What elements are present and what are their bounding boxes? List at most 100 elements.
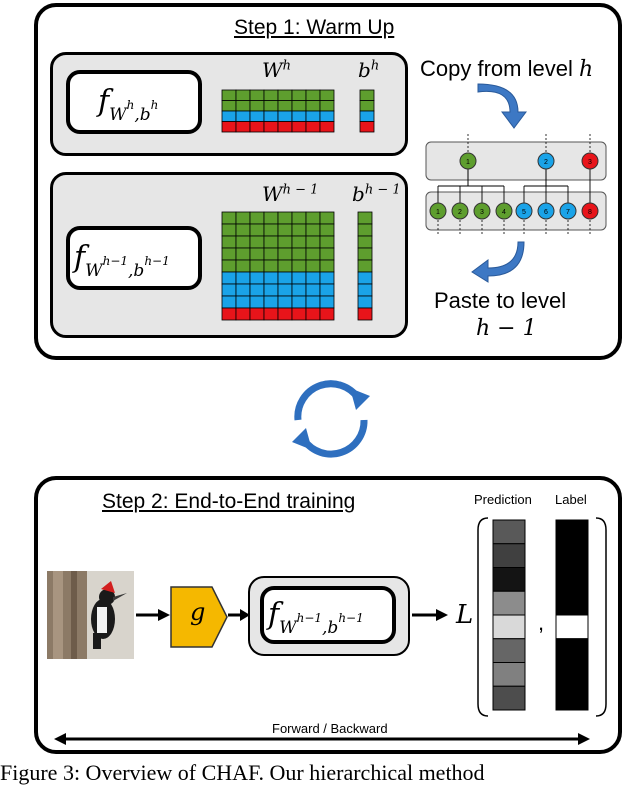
weight-h-minus-1-cell bbox=[305, 307, 321, 321]
weight-h-minus-1-cell bbox=[277, 259, 293, 273]
figure-caption: Figure 3: Overview of CHAF. Our hierarch… bbox=[0, 760, 485, 785]
weight-h-minus-1-cell bbox=[277, 211, 293, 225]
tree-top-node-label: 2 bbox=[544, 159, 548, 166]
weight-h-cell bbox=[235, 110, 251, 122]
tree-bottom-node-label: 7 bbox=[566, 209, 570, 216]
prediction-cell bbox=[492, 543, 526, 568]
cycle-arrows-icon bbox=[292, 380, 370, 458]
weight-h-minus-1-cell bbox=[319, 307, 335, 321]
bias-vector-h bbox=[359, 89, 375, 133]
bias-h-cell bbox=[359, 121, 375, 133]
weight-h-minus-1-cell bbox=[305, 295, 321, 309]
tree-bottom-node-label: 5 bbox=[522, 209, 526, 216]
f-model-inner-box: fWh−1,bh−1 bbox=[260, 586, 396, 644]
paste-to-level-label: Paste to level bbox=[434, 288, 567, 313]
weight-h-minus-1-cell bbox=[277, 235, 293, 249]
weight-h-cell bbox=[305, 110, 321, 122]
prediction-cell bbox=[492, 685, 526, 711]
tree-bottom-node bbox=[451, 202, 469, 220]
weight-h-cell bbox=[291, 100, 307, 112]
bias-vector-h-minus-1 bbox=[357, 211, 373, 321]
weight-h-minus-1-cell bbox=[291, 235, 307, 249]
weight-h-minus-1-cell bbox=[291, 271, 307, 285]
weight-h-cell bbox=[263, 121, 279, 133]
weight-h-minus-1-cell bbox=[249, 211, 265, 225]
weight-h-minus-1-cell bbox=[277, 271, 293, 285]
step1-title: Step 1: Warm Up bbox=[234, 16, 395, 39]
weight-h-minus-1-cell bbox=[305, 223, 321, 237]
f-level-h-minus-1-box: fWh−1,bh−1 bbox=[66, 226, 202, 290]
tree-top-node-label: 3 bbox=[588, 159, 592, 166]
prediction-cell bbox=[492, 519, 526, 545]
weight-h-minus-1-cell bbox=[291, 223, 307, 237]
forward-backward-arrow bbox=[54, 733, 590, 745]
weight-h-cell bbox=[277, 121, 293, 133]
weight-h-minus-1-cell bbox=[305, 235, 321, 249]
weight-h-minus-1-cell bbox=[305, 259, 321, 273]
weight-h-minus-1-cell bbox=[249, 235, 265, 249]
prediction-cell bbox=[492, 567, 526, 592]
label-cell bbox=[555, 519, 589, 545]
weight-h-minus-1-cell bbox=[235, 271, 251, 285]
weight-h-minus-1-cell bbox=[277, 307, 293, 321]
right-bracket bbox=[595, 517, 607, 717]
paste-level-var: h − 1 bbox=[476, 316, 537, 341]
forward-backward-label: Forward / Backward bbox=[272, 721, 388, 736]
tree-top-node-label: 1 bbox=[466, 159, 470, 166]
weight-h-minus-1-cell bbox=[291, 247, 307, 261]
label-cell bbox=[555, 638, 589, 663]
image-to-g-arrow bbox=[136, 609, 170, 621]
bias-h-minus-1-cell bbox=[357, 223, 373, 237]
weight-h-minus-1-cell bbox=[235, 295, 251, 309]
label-cell bbox=[555, 543, 589, 568]
weight-h-cell bbox=[319, 89, 335, 101]
weight-h-cell bbox=[305, 121, 321, 133]
weight-h-minus-1-cell bbox=[291, 259, 307, 273]
weight-h-minus-1-cell bbox=[263, 211, 279, 225]
weight-h-minus-1-cell bbox=[221, 247, 237, 261]
weight-h-minus-1-cell bbox=[263, 295, 279, 309]
f-level-h-box: fWh,bh bbox=[66, 70, 202, 134]
copy-from-level-label: Copy from level h bbox=[420, 56, 594, 82]
weight-h-minus-1-cell bbox=[305, 247, 321, 261]
weight-h-minus-1-cell bbox=[277, 223, 293, 237]
label-cell bbox=[555, 590, 589, 616]
bias-h-minus-1-cell bbox=[357, 307, 373, 321]
loss-label: L bbox=[456, 600, 474, 630]
weight-matrix-h-minus-1 bbox=[221, 211, 335, 321]
weight-h-cell bbox=[319, 110, 335, 122]
tree-bottom-node bbox=[473, 202, 491, 220]
left-bracket bbox=[477, 517, 489, 717]
weight-h-cell bbox=[305, 89, 321, 101]
weight-h-cell bbox=[305, 100, 321, 112]
weight-h-minus-1-cell bbox=[291, 211, 307, 225]
b-h-label: bh bbox=[358, 58, 380, 82]
prediction-cell bbox=[492, 614, 526, 640]
weight-h-minus-1-cell bbox=[319, 223, 335, 237]
weight-h-cell bbox=[277, 89, 293, 101]
weight-h-cell bbox=[277, 100, 293, 112]
prediction-cell bbox=[492, 638, 526, 663]
weight-h-minus-1-cell bbox=[221, 235, 237, 249]
weight-h-minus-1-cell bbox=[263, 235, 279, 249]
tree-bottom-node bbox=[581, 202, 599, 220]
tree-top-node bbox=[581, 152, 599, 170]
tree-bottom-node-label: 3 bbox=[480, 209, 484, 216]
weight-h-minus-1-cell bbox=[235, 283, 251, 297]
weight-h-cell bbox=[249, 89, 265, 101]
label-cell bbox=[555, 567, 589, 592]
weight-h-cell bbox=[263, 110, 279, 122]
weight-h-minus-1-cell bbox=[249, 259, 265, 273]
w-h-label: Wh bbox=[262, 58, 291, 82]
weight-h-minus-1-cell bbox=[319, 271, 335, 285]
label-cell bbox=[555, 662, 589, 687]
bias-h-cell bbox=[359, 110, 375, 122]
weight-h-cell bbox=[235, 100, 251, 112]
weight-h-cell bbox=[221, 110, 237, 122]
weight-h-minus-1-cell bbox=[319, 211, 335, 225]
label-cell bbox=[555, 614, 589, 640]
weight-h-minus-1-cell bbox=[235, 235, 251, 249]
bias-h-minus-1-cell bbox=[357, 259, 373, 273]
weight-h-minus-1-cell bbox=[235, 223, 251, 237]
weight-h-cell bbox=[277, 110, 293, 122]
